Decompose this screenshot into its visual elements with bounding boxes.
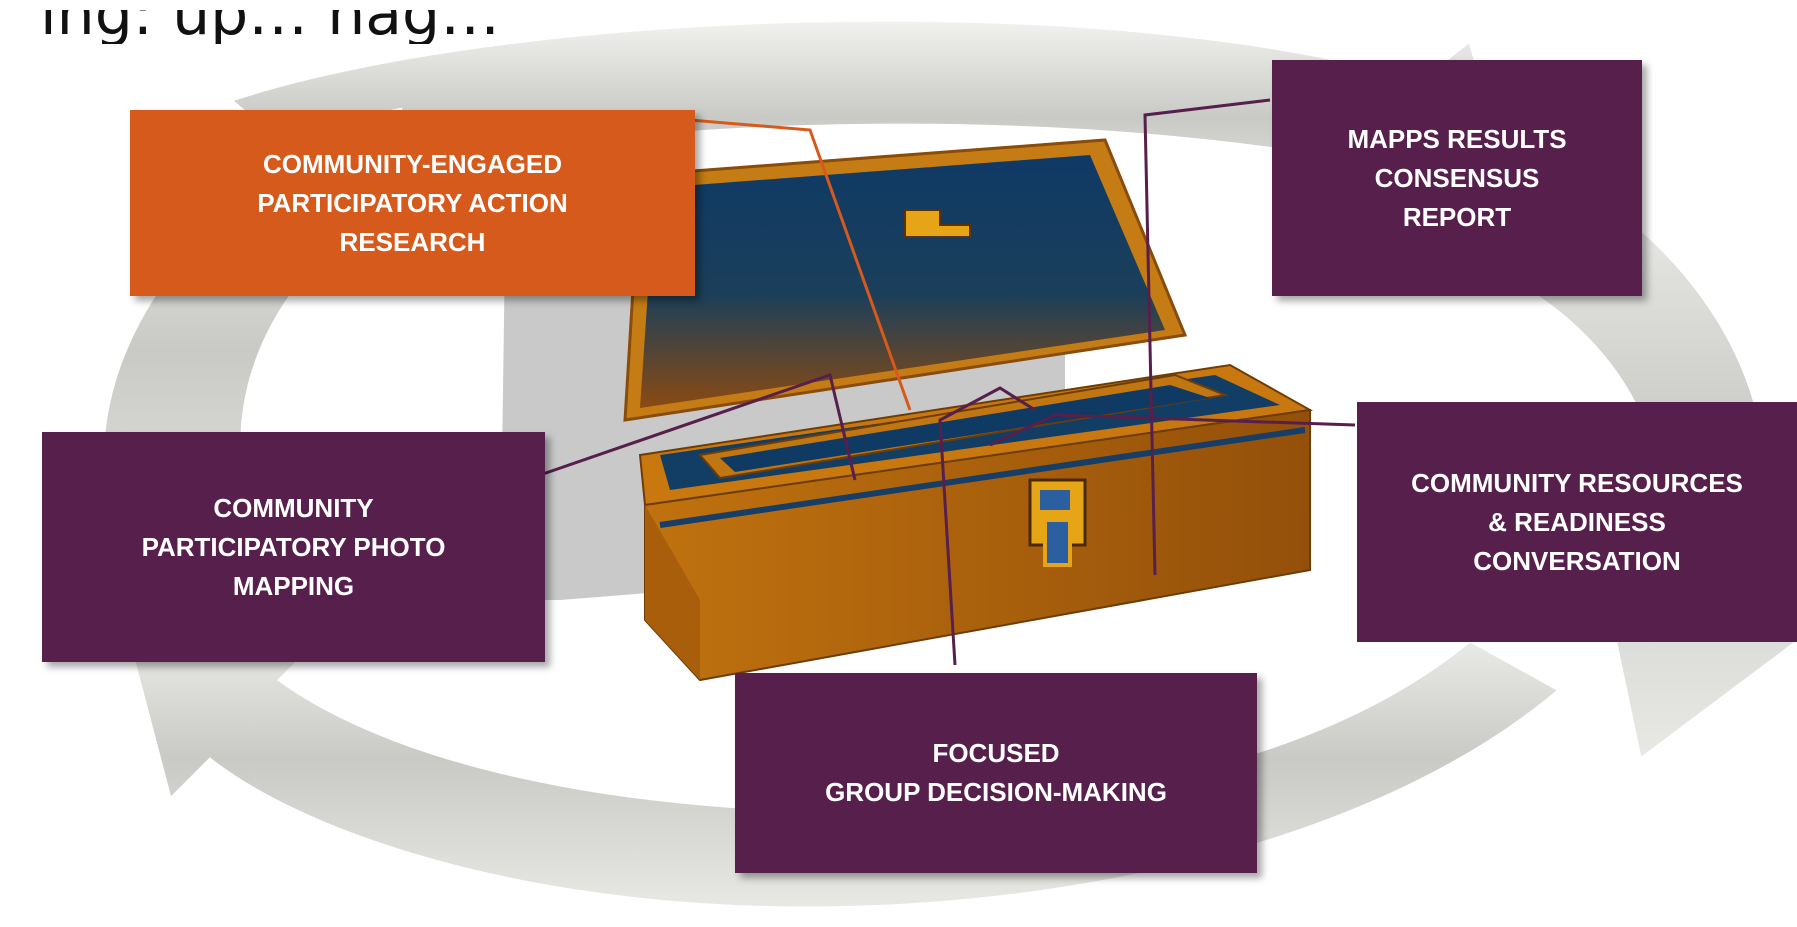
connector-cepar — [689, 118, 912, 411]
box-mapps-results: MAPPS RESULTS CONSENSUS REPORT — [1272, 60, 1642, 296]
box-line: & READINESS — [1488, 506, 1666, 537]
connector-lines — [539, 98, 1356, 666]
box-community-engaged-par: COMMUNITY-ENGAGED PARTICIPATORY ACTION R… — [130, 110, 695, 296]
box-photo-mapping: COMMUNITY PARTICIPATORY PHOTO MAPPING — [42, 432, 545, 662]
box-line: COMMUNITY — [213, 492, 374, 523]
box-line: GROUP DECISION-MAKING — [825, 777, 1167, 807]
box-line: PARTICIPATORY ACTION — [257, 187, 568, 218]
toolbox-band — [659, 427, 1306, 528]
connector-photo — [539, 373, 857, 481]
toolbox-latch-top — [904, 209, 971, 238]
box-community-resources: COMMUNITY RESOURCES & READINESS CONVERSA… — [1357, 402, 1797, 642]
box-line: FOCUSED — [932, 738, 1060, 768]
connector-resources — [989, 413, 1356, 447]
toolbox-tray-lining — [720, 385, 1210, 472]
box-line: RESEARCH — [339, 226, 486, 257]
box-line: REPORT — [1402, 201, 1512, 232]
page-title: ing: up… nag… — [40, 0, 501, 49]
toolbox-icon — [500, 138, 1314, 682]
toolbox-end — [645, 505, 700, 680]
toolbox-lock — [1028, 478, 1087, 567]
toolbox-lid-inner — [640, 155, 1165, 408]
box-line: PARTICIPATORY PHOTO — [141, 531, 446, 562]
box-line: CONSENSUS — [1374, 162, 1540, 193]
connector-focused — [938, 386, 1036, 666]
box-line: MAPPING — [232, 570, 355, 601]
box-focused-group: FOCUSED GROUP DECISION-MAKING — [735, 673, 1257, 873]
box-line: COMMUNITY-ENGAGED — [262, 148, 562, 179]
box-line: CONVERSATION — [1473, 545, 1681, 576]
box-line: COMMUNITY RESOURCES — [1411, 467, 1743, 498]
box-line: MAPPS RESULTS — [1347, 123, 1567, 154]
connector-mapps — [1143, 98, 1271, 576]
